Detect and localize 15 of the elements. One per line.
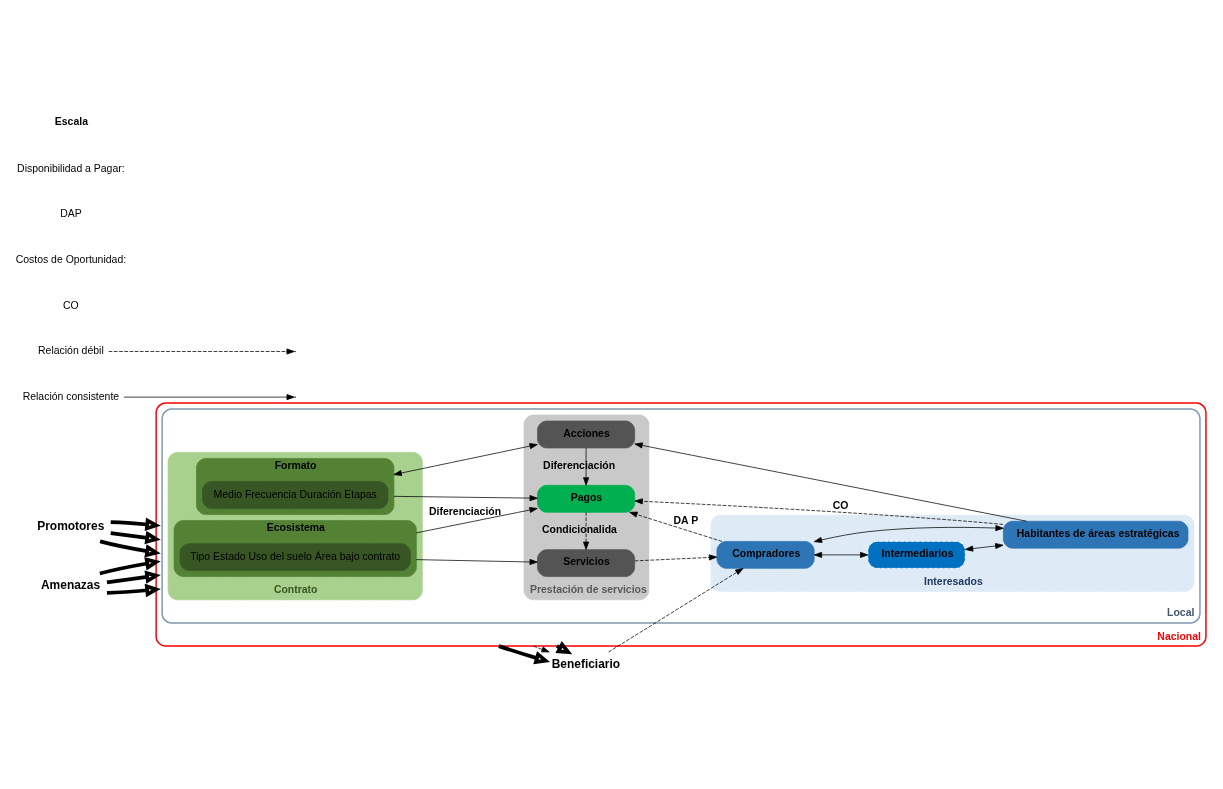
legend-label: Relación débil — [38, 345, 104, 357]
edge-label: Condicionalida — [541, 523, 617, 535]
edge-label: Diferenciación — [543, 459, 616, 471]
label: DAP — [60, 208, 82, 220]
label: Costos de Oportunidad: — [15, 254, 127, 266]
label: Disponibilidad a Pagar: — [17, 162, 125, 174]
edge-label: CO — [832, 499, 849, 511]
label: Escala — [54, 116, 88, 128]
node-text: Promotores — [37, 519, 105, 534]
label: CO — [63, 299, 79, 311]
node-text: Beneficiario — [551, 656, 621, 671]
node-text: Amenazas — [40, 578, 101, 593]
edge-label: Diferenciación — [429, 505, 502, 517]
edge-label: DA P — [673, 514, 699, 526]
legend-label: Relación consistente — [22, 390, 120, 402]
